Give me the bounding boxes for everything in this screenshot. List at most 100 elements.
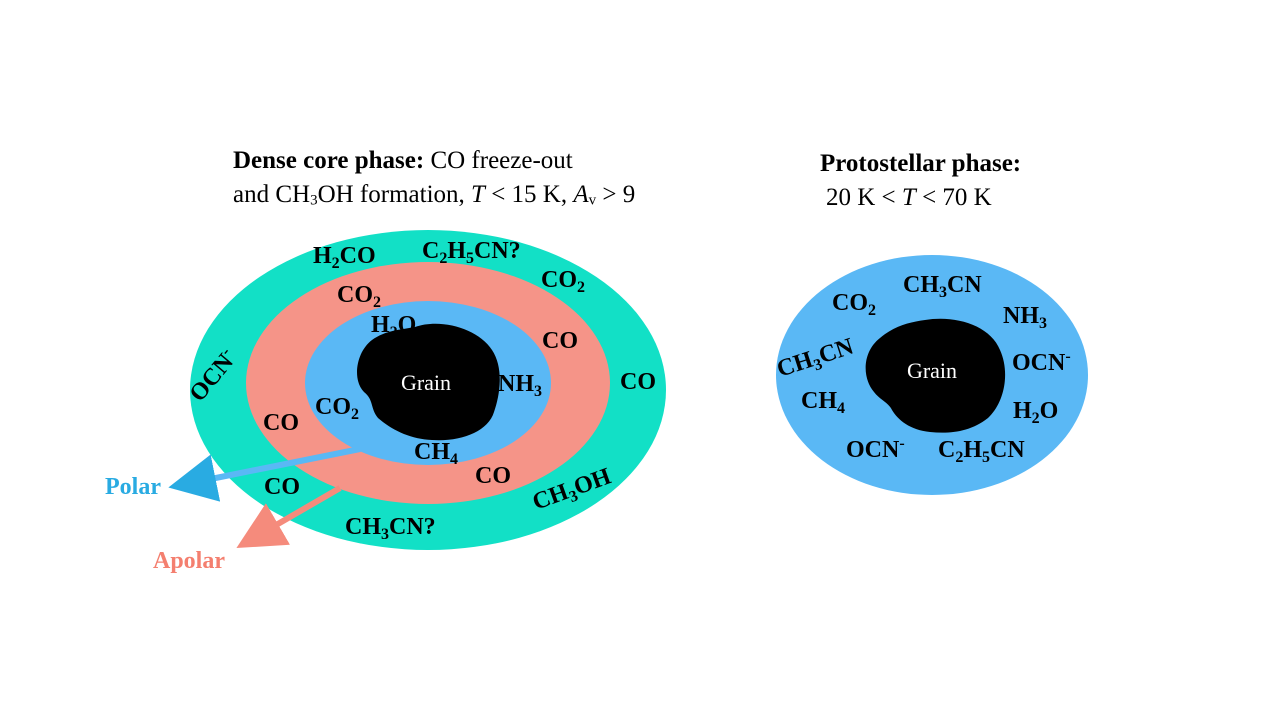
formula-subscript: 3 bbox=[939, 284, 947, 301]
formula-text: CO bbox=[541, 267, 577, 293]
formula-subscript: 5 bbox=[982, 449, 990, 466]
formula-text: O bbox=[398, 312, 417, 338]
right-title-text-b: < 70 K bbox=[915, 184, 992, 211]
left-title-sub: 3 bbox=[310, 192, 318, 209]
polar-arrow bbox=[168, 446, 361, 502]
formula-text: CH bbox=[414, 439, 450, 465]
formula-text: NH bbox=[1003, 303, 1039, 329]
formula-text: CH bbox=[801, 388, 837, 414]
molecule-label-left-outer-6: CO bbox=[264, 474, 300, 500]
formula-text: CO bbox=[340, 243, 376, 269]
formula-subscript: 2 bbox=[390, 324, 398, 341]
formula-subscript: 2 bbox=[955, 449, 963, 466]
formula-subscript: 3 bbox=[1039, 315, 1047, 332]
left-title-T: T bbox=[471, 181, 485, 208]
molecule-label-right-3: NH3​ bbox=[1003, 303, 1047, 332]
left-title-text-b: OH formation, bbox=[317, 181, 472, 208]
formula-text: CH bbox=[903, 272, 939, 298]
formula-text: CO bbox=[832, 290, 868, 316]
apolar-label: Apolar bbox=[153, 548, 225, 574]
molecule-label-right-6: CH4​ bbox=[801, 388, 845, 417]
molecule-label-right-5: OCN-​ bbox=[1012, 348, 1071, 376]
molecule-label-left-outer-1: H2​CO bbox=[313, 243, 376, 272]
formula-subscript: 2 bbox=[439, 250, 447, 267]
right-title-line-1: Protostellar phase: bbox=[820, 147, 1021, 181]
formula-subscript: 3 bbox=[534, 383, 542, 400]
molecule-label-right-1: CO2​ bbox=[832, 290, 876, 319]
left-title-line-1: Dense core phase: CO freeze-out bbox=[233, 144, 635, 178]
formula-text: CO bbox=[264, 474, 300, 500]
right-title-bold: Protostellar phase: bbox=[820, 150, 1022, 177]
molecule-label-left-outer-3: CO2​ bbox=[541, 267, 585, 296]
molecule-label-left-middle-4: CO bbox=[475, 463, 511, 489]
formula-text: CN? bbox=[389, 514, 436, 540]
formula-subscript: 2 bbox=[332, 255, 340, 272]
apolar-arrow bbox=[236, 485, 342, 549]
left-title-line1-text: CO freeze-out bbox=[424, 147, 573, 174]
right-title-line-2: 20 K < T < 70 K bbox=[820, 181, 1021, 215]
left-title-text-a: and CH bbox=[233, 181, 311, 208]
molecule-label-right-2: CH3​CN bbox=[903, 272, 982, 301]
molecule-label-left-middle-3: CO bbox=[263, 410, 299, 436]
molecule-label-left-inner-4: CH4​ bbox=[414, 439, 458, 468]
right-grain-label: Grain bbox=[907, 358, 957, 383]
right-panel-title: Protostellar phase: 20 K < T < 70 K bbox=[820, 147, 1021, 215]
formula-text: CO bbox=[263, 410, 299, 436]
formula-subscript: 2 bbox=[577, 279, 585, 296]
formula-subscript: 2 bbox=[373, 294, 381, 311]
formula-text: CO bbox=[620, 369, 656, 395]
molecule-label-left-inner-2: NH3​ bbox=[498, 371, 542, 400]
formula-text: NH bbox=[498, 371, 534, 397]
left-panel-title: Dense core phase: CO freeze-out and CH3O… bbox=[233, 144, 635, 212]
formula-text: H bbox=[447, 238, 466, 264]
left-grain-core bbox=[357, 323, 500, 441]
formula-text: H bbox=[963, 437, 982, 463]
formula-text: CN bbox=[990, 437, 1025, 463]
molecule-label-left-inner-3: CO2​ bbox=[315, 394, 359, 423]
polar-label: Polar bbox=[105, 474, 161, 500]
formula-subscript: 2 bbox=[1032, 410, 1040, 427]
formula-subscript: 4 bbox=[837, 400, 845, 417]
right-title-text-a: 20 K < bbox=[826, 184, 902, 211]
formula-text: C bbox=[938, 437, 955, 463]
left-title-text-c: < 15 K, bbox=[484, 181, 574, 208]
formula-superscript: - bbox=[899, 435, 904, 452]
left-grain-label: Grain bbox=[401, 370, 451, 395]
molecule-label-left-outer-2: C2​H5​CN? bbox=[422, 238, 521, 267]
formula-subscript: 4 bbox=[450, 451, 458, 468]
molecule-label-right-9: C2​H5​CN bbox=[938, 437, 1025, 466]
molecule-label-right-8: OCN-​ bbox=[846, 435, 905, 463]
formula-subscript: 2 bbox=[351, 406, 359, 423]
formula-text: CN? bbox=[474, 238, 521, 264]
formula-text: OCN bbox=[1012, 350, 1066, 376]
formula-text: CN bbox=[947, 272, 982, 298]
formula-subscript: 3 bbox=[381, 526, 389, 543]
formula-text: CO bbox=[542, 328, 578, 354]
layer-arrows: Polar Apolar bbox=[105, 446, 361, 574]
right-title-T: T bbox=[901, 184, 916, 211]
molecule-label-left-middle-2: CO bbox=[542, 328, 578, 354]
formula-text: OCN bbox=[846, 437, 900, 463]
formula-text: O bbox=[1040, 398, 1059, 424]
formula-text: CH bbox=[345, 514, 381, 540]
formula-text: C bbox=[422, 238, 439, 264]
dense-core-grain: Grain bbox=[190, 230, 666, 550]
molecule-label-left-middle-1: CO2​ bbox=[337, 282, 381, 311]
formula-text: CO bbox=[475, 463, 511, 489]
left-title-A-sub: v bbox=[588, 192, 597, 209]
formula-text: CO bbox=[315, 394, 351, 420]
molecule-label-left-inner-1: H2​O bbox=[371, 312, 416, 341]
left-title-bold: Dense core phase: bbox=[233, 147, 425, 174]
formula-text: H bbox=[1013, 398, 1032, 424]
formula-subscript: 5 bbox=[466, 250, 474, 267]
right-grain-core bbox=[865, 318, 1006, 433]
formula-subscript: 2 bbox=[868, 302, 876, 319]
molecule-label-left-outer-7: CH3​CN? bbox=[345, 514, 436, 543]
left-title-A: A bbox=[573, 181, 589, 208]
formula-text: H bbox=[313, 243, 332, 269]
formula-text: CO bbox=[337, 282, 373, 308]
formula-text: H bbox=[371, 312, 390, 338]
protostellar-grain: Grain bbox=[776, 255, 1088, 495]
